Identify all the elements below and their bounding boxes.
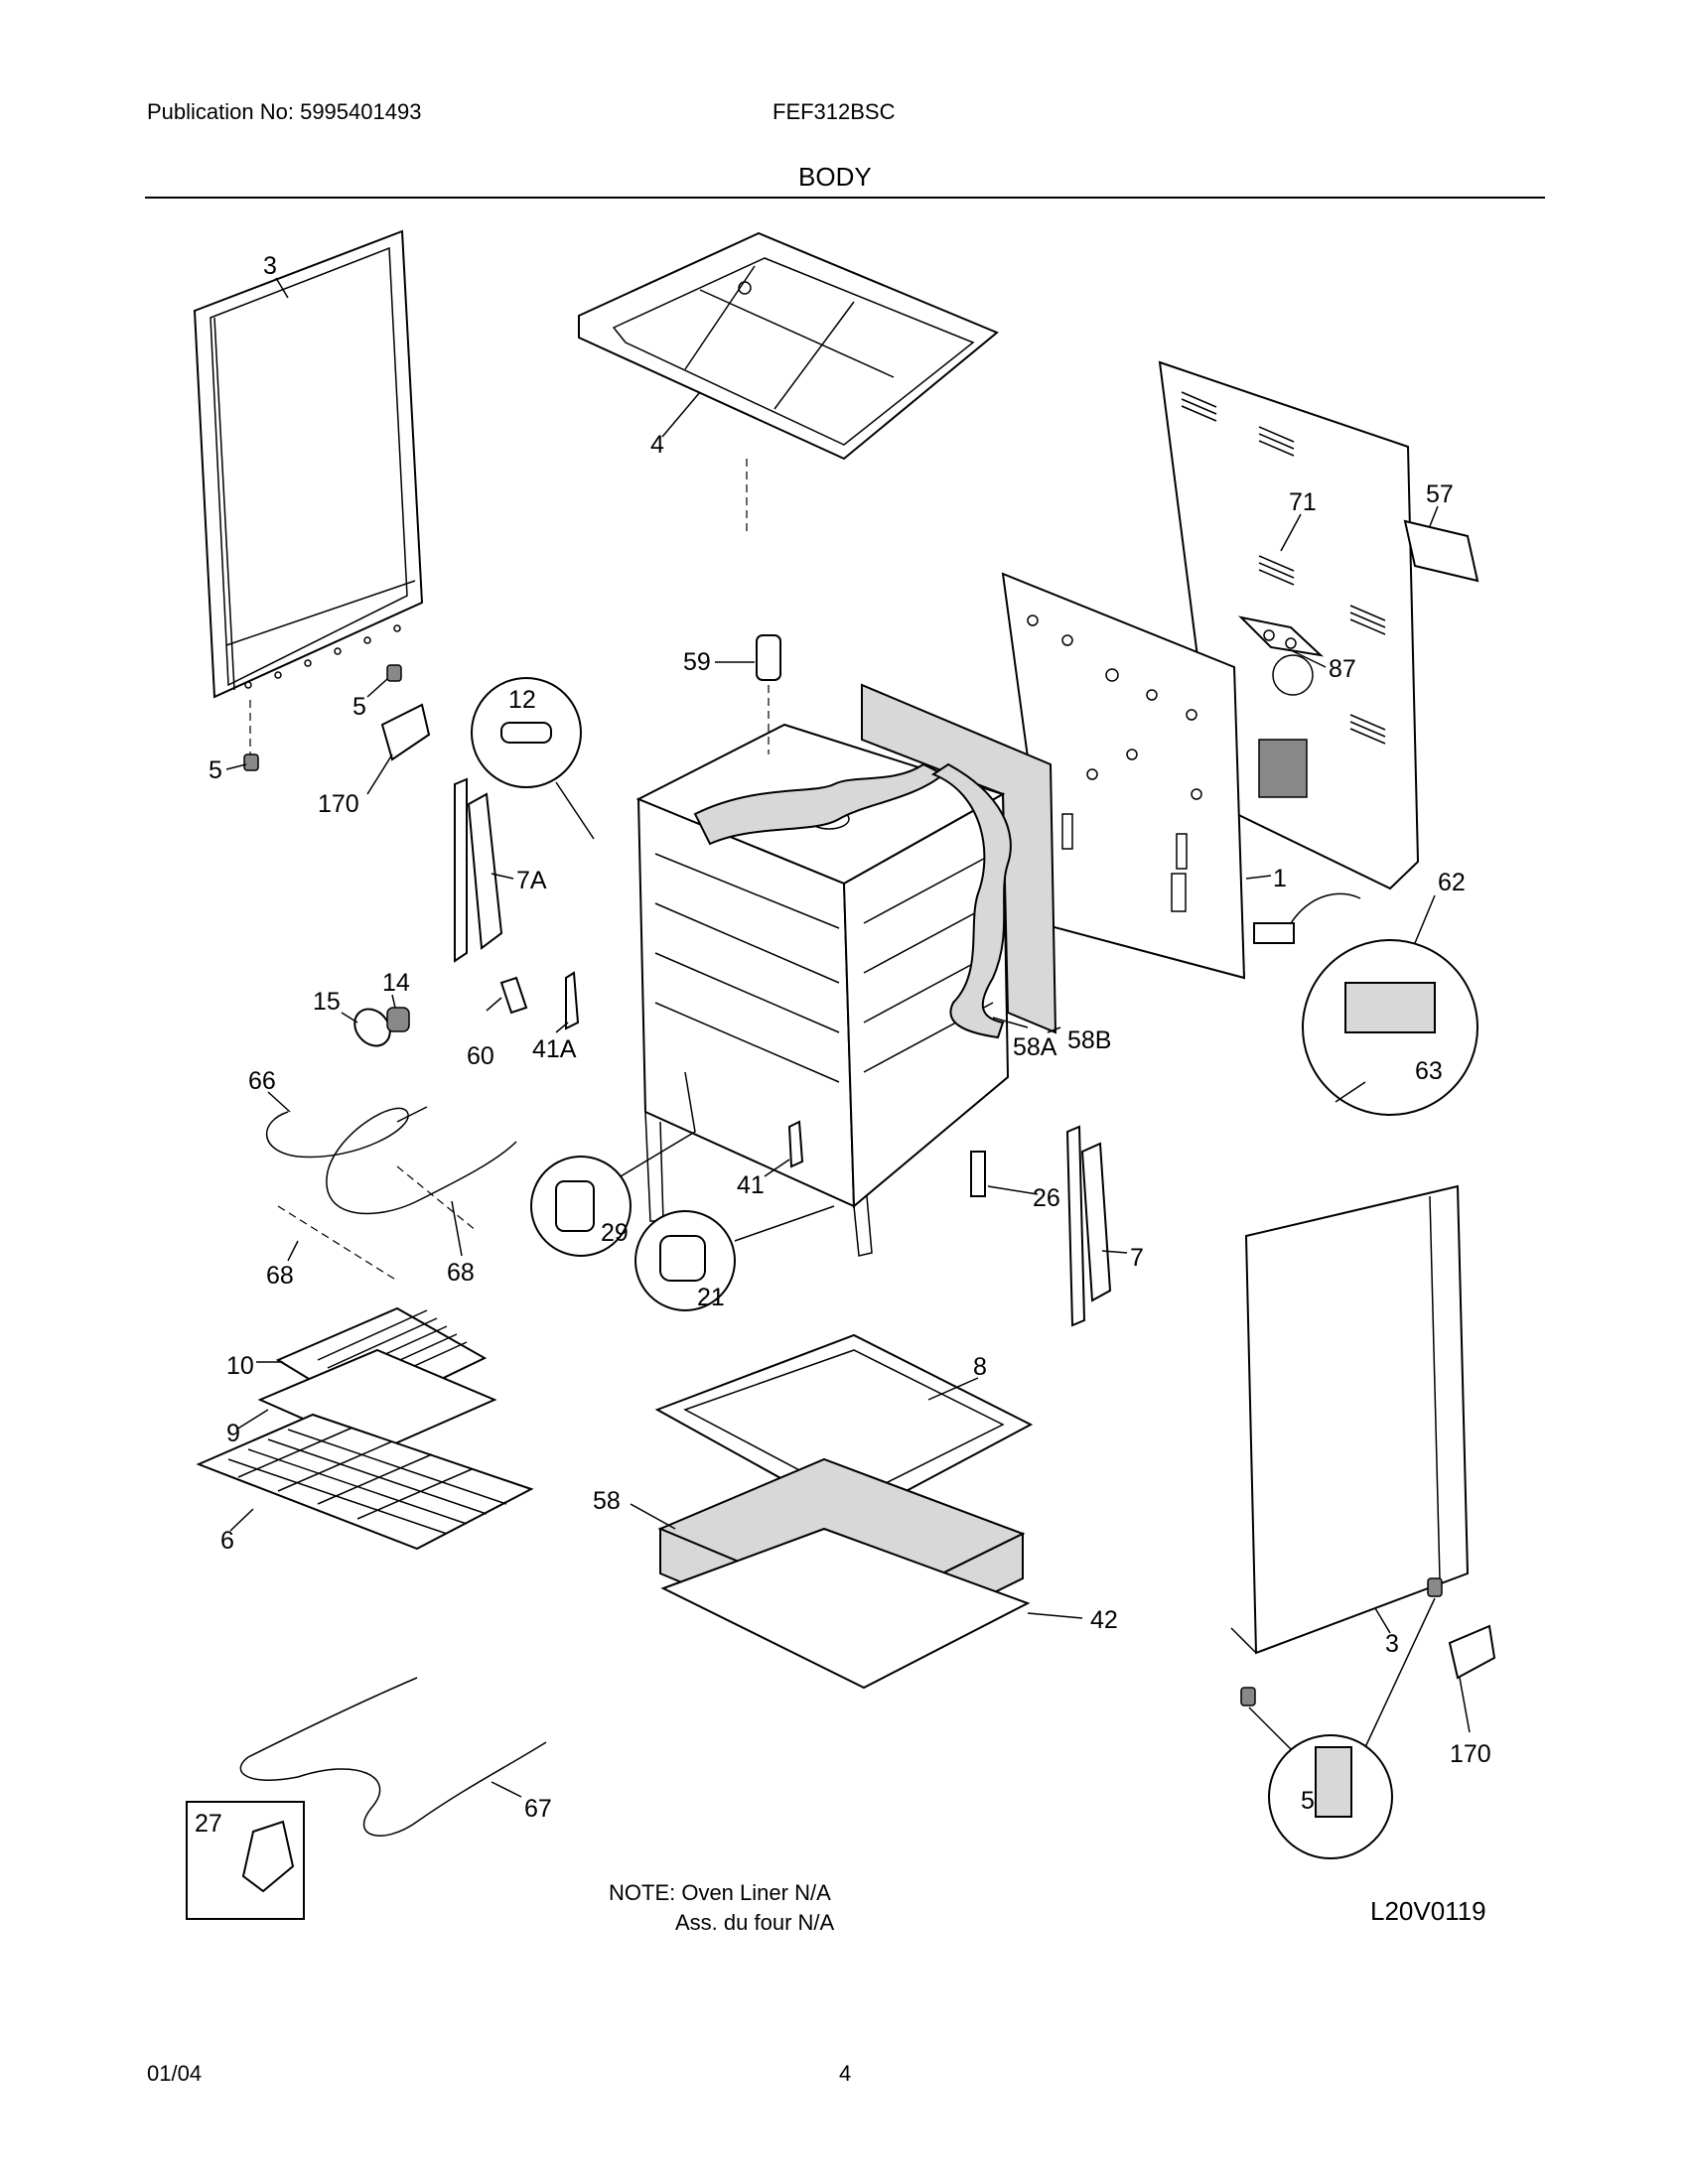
callout-67: 67 (524, 1795, 552, 1823)
part-14-lamp-lens (386, 1007, 410, 1032)
part-7A-hinge (454, 777, 503, 963)
callout-10: 10 (226, 1352, 254, 1380)
callout-5-detail: 5 (1301, 1787, 1315, 1815)
callout-7A: 7A (516, 867, 547, 894)
publication-number: Publication No: 5995401493 (147, 99, 422, 124)
callout-5-upper: 5 (352, 693, 366, 721)
callout-58B: 58B (1067, 1026, 1111, 1054)
part-7-hinge (1065, 1125, 1112, 1327)
callout-14: 14 (382, 969, 410, 997)
callout-3-right: 3 (1385, 1630, 1399, 1658)
part-66-broil-element (265, 1106, 517, 1282)
leader-lines (225, 277, 1471, 1798)
callout-26: 26 (1033, 1184, 1060, 1212)
callout-5-left: 5 (209, 756, 222, 784)
part-29-detail-circle (530, 1071, 696, 1257)
callout-41: 41 (737, 1171, 765, 1199)
callout-1: 1 (1273, 865, 1287, 892)
page-number: 4 (839, 2061, 852, 2086)
callout-41A: 41A (532, 1035, 577, 1063)
header-rule (145, 197, 1545, 199)
part-6-oven-rack (196, 1413, 534, 1551)
callout-42: 42 (1090, 1606, 1118, 1634)
part-58B-rear-insulation (861, 683, 1057, 1034)
part-58A-side-insulation (930, 762, 1012, 1039)
callout-9: 9 (226, 1420, 240, 1447)
part-59-glass-socket (756, 634, 781, 754)
note-oven-liner: NOTE: Oven Liner N/A (609, 1880, 831, 1905)
part-170-left-bracket (380, 703, 431, 761)
part-3-left-side-panel (193, 229, 424, 754)
callout-68-right: 68 (447, 1259, 475, 1287)
part-57-cover (1403, 519, 1479, 583)
callout-57: 57 (1426, 480, 1454, 508)
callout-7: 7 (1130, 1244, 1144, 1272)
part-3-right-side-panel (1230, 1184, 1470, 1655)
part-62-terminal-block-detail (1253, 892, 1478, 1116)
callout-60: 60 (467, 1042, 494, 1070)
callout-170-left: 170 (318, 790, 359, 818)
note-oven-liner-french: Ass. du four N/A (675, 1910, 835, 1935)
callout-170-right: 170 (1450, 1740, 1491, 1768)
callout-29: 29 (601, 1219, 629, 1247)
callout-21: 21 (697, 1284, 725, 1311)
callout-58: 58 (593, 1487, 621, 1515)
part-27-detail-box (186, 1801, 305, 1920)
callout-62: 62 (1438, 869, 1466, 896)
callout-8: 8 (973, 1353, 987, 1381)
callout-87: 87 (1329, 655, 1356, 683)
section-title: BODY (798, 162, 872, 192)
callout-15: 15 (313, 988, 341, 1016)
oven-body-chassis (635, 723, 1010, 1257)
callout-labels: 3 4 57 71 59 87 12 5 5 170 7A 1 62 15 14… (195, 252, 1491, 1838)
part-170-right-bracket (1448, 1624, 1496, 1680)
part-21-detail-circle (634, 1205, 835, 1311)
callout-6: 6 (220, 1527, 234, 1555)
footer-date: 01/04 (147, 2061, 203, 2086)
part-12-detail-circle (471, 677, 595, 840)
part-67-bake-element (239, 1677, 547, 1837)
callout-66: 66 (248, 1067, 276, 1095)
part-5-screws (243, 664, 402, 771)
part-26-bracket (970, 1151, 986, 1197)
part-5-leveling-leg-detail (1240, 1577, 1443, 1859)
drawing-id: L20V0119 (1370, 1896, 1486, 1926)
callout-58A: 58A (1013, 1033, 1057, 1061)
callout-12: 12 (508, 686, 536, 714)
part-4-top-panel (578, 231, 999, 536)
part-15-lamp-bulb (353, 1008, 391, 1047)
callout-4: 4 (650, 431, 664, 459)
part-42-drawer-bottom (660, 1527, 1031, 1690)
callout-3: 3 (263, 252, 277, 280)
callout-59: 59 (683, 648, 711, 676)
callout-68-left: 68 (266, 1262, 294, 1290)
model-number: FEF312BSC (773, 99, 896, 124)
part-41-bracket (787, 1120, 804, 1168)
part-41A-bracket (565, 971, 580, 1030)
part-60-clip (499, 976, 528, 1015)
callout-27: 27 (195, 1810, 222, 1838)
callout-71: 71 (1289, 488, 1317, 516)
callout-63: 63 (1415, 1057, 1443, 1085)
part-87-plate (1237, 615, 1325, 657)
